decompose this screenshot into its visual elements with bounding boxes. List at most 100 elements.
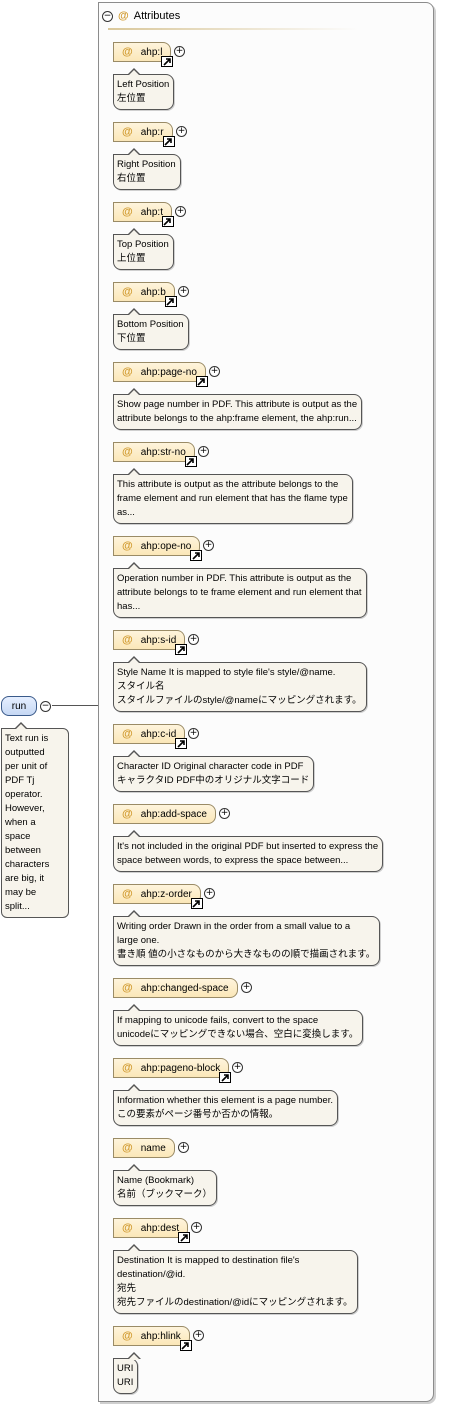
attribute-annotation: Right Position 右位置 [113,148,181,190]
attribute-item: @ ahp:t +Top Position 上位置 [113,202,186,270]
attribute-item: @ ahp:page-no + Show page number in PDF. Th… [113,362,363,430]
attribute-icon: @ [122,888,133,900]
attribute-tab[interactable]: @ ahp:ope-no [113,536,203,561]
run-element[interactable]: run [1,696,37,716]
attribute-icon: @ [122,634,133,646]
attribute-item: @ ahp:pageno-block + Information whether th… [113,1058,338,1126]
attribute-tab[interactable]: @ahp:r [113,122,175,147]
attribute-annotation: If mapping to unicode fails, convert to … [113,1004,364,1046]
expand-icon[interactable]: + [232,1062,243,1073]
run-element-label: run [11,700,27,712]
attribute-annotation: Left Position 左位置 [113,68,175,110]
attribute-icon: @ [122,1142,133,1154]
expand-icon[interactable]: + [188,728,199,739]
attribute-annotation: URI URI [113,1352,142,1394]
expand-icon[interactable]: + [204,888,215,899]
link-arrow-icon[interactable] [190,550,203,561]
attribute-tab[interactable]: @ahp:dest [113,1218,191,1243]
attribute-annotation: Bottom Position 下位置 [113,308,189,350]
link-arrow-icon[interactable] [179,1340,192,1351]
attribute-tab[interactable]: @ ahp:l [113,42,174,67]
collapse-run-button[interactable]: − [40,701,51,712]
expand-icon[interactable]: + [209,366,220,377]
attribute-item: @ ahp:b + Bottom Position 下位置 [113,282,189,350]
attribute-tab[interactable]: @ name [113,1138,175,1158]
attribute-tab[interactable]: @ ahp:page-no [113,362,208,387]
link-arrow-icon[interactable] [161,216,174,227]
attribute-tab[interactable]: @ahp:c-id [113,724,188,749]
attribute-name: ahp:add-space [140,808,207,820]
attribute-icon: @ [122,206,133,218]
attribute-tab[interactable]: @ahp:hlink [113,1326,192,1351]
attribute-tab[interactable]: @ahp:s-id [113,630,188,655]
attribute-annotation: It's not included in the original PDF bu… [113,830,384,872]
attribute-tab[interactable]: @ahp:add-space [113,804,216,824]
attribute-icon: @ [122,982,133,994]
attribute-name: ahp:b [140,286,166,298]
attribute-name: ahp:dest [140,1222,180,1234]
attribute-icon: @ [122,540,133,552]
expand-icon[interactable]: + [175,206,186,217]
attribute-item: @ahp:dest+ Destination It is mapped to de… [113,1218,358,1314]
link-arrow-icon[interactable] [161,56,174,67]
expand-icon[interactable]: + [191,1222,202,1233]
expand-icon[interactable]: + [198,446,209,457]
expand-icon[interactable]: + [174,46,185,57]
collapse-attributes-button[interactable]: − [102,10,113,22]
attribute-annotation: Show page number in PDF. This attribute … [113,388,363,430]
attribute-annotation: Destination It is mapped to destination … [113,1244,358,1314]
link-arrow-icon[interactable] [184,456,197,467]
link-arrow-icon[interactable] [178,1232,191,1243]
attribute-icon: @ [122,46,133,58]
attribute-name: ahp:l [140,46,163,58]
expand-icon[interactable]: + [178,1142,189,1153]
link-arrow-icon[interactable] [195,376,208,387]
run-to-attributes-connector [52,705,98,706]
attribute-annotation: Information whether this element is a pa… [113,1084,338,1126]
expand-icon[interactable]: + [188,634,199,645]
attribute-tab[interactable]: @ahp:str-no [113,442,197,467]
attribute-name: ahp:t [140,206,163,218]
attribute-name: ahp:z-order [140,888,192,900]
attribute-name: ahp:str-no [140,446,186,458]
expand-icon[interactable]: + [176,126,187,137]
attribute-item: @ahp:hlink+ URI URI [113,1326,204,1394]
attribute-item: @ ahp:l + Left Position 左位置 [113,42,185,110]
attribute-icon: @ [122,366,133,378]
attribute-icon: @ [118,10,129,22]
link-arrow-icon[interactable] [190,898,203,909]
attribute-icon: @ [122,1330,133,1342]
attribute-tab[interactable]: @ ahp:b [113,282,177,307]
link-arrow-icon[interactable] [219,1072,232,1083]
attribute-name: ahp:c-id [140,728,177,740]
expand-icon[interactable]: + [203,540,214,551]
attribute-item: @ahp:str-no+This attribute is output as … [113,442,353,524]
attribute-name: ahp:changed-space [140,982,229,994]
attribute-name: ahp:pageno-block [140,1062,221,1074]
expand-icon[interactable]: + [178,286,189,297]
attribute-icon: @ [122,1062,133,1074]
attributes-group-header: − @ Attributes [102,8,180,24]
attribute-annotation: Name (Bookmark) 名前（ブックマーク） [113,1164,218,1206]
attribute-item: @ahp:r+ Right Position 右位置 [113,122,187,190]
attribute-icon: @ [122,286,133,298]
expand-icon[interactable]: + [193,1330,204,1341]
link-arrow-icon[interactable] [175,738,188,749]
attribute-tab[interactable]: @ ahp:changed-space [113,978,238,998]
attribute-name: ahp:ope-no [140,540,192,552]
attribute-name: ahp:page-no [140,366,197,378]
attribute-item: @ahp:z-order+Writing order Drawn in the … [113,884,381,966]
attribute-tab[interactable]: @ ahp:t [113,202,174,227]
attribute-tab[interactable]: @ ahp:pageno-block [113,1058,232,1083]
link-arrow-icon[interactable] [162,136,175,147]
attribute-name: name [140,1142,166,1154]
attributes-group-title: Attributes [133,10,181,22]
expand-icon[interactable]: + [219,808,230,819]
attribute-item: @ahp:c-id+Character ID Original characte… [113,724,315,792]
expand-icon[interactable]: + [241,982,252,993]
link-arrow-icon[interactable] [175,644,188,655]
attribute-item: @ahp:ope-no+Operation number in PDF. Thi… [113,536,367,618]
attribute-tab[interactable]: @ ahp:z-order [113,884,203,909]
attribute-annotation: Top Position 上位置 [113,228,174,270]
link-arrow-icon[interactable] [164,296,177,307]
